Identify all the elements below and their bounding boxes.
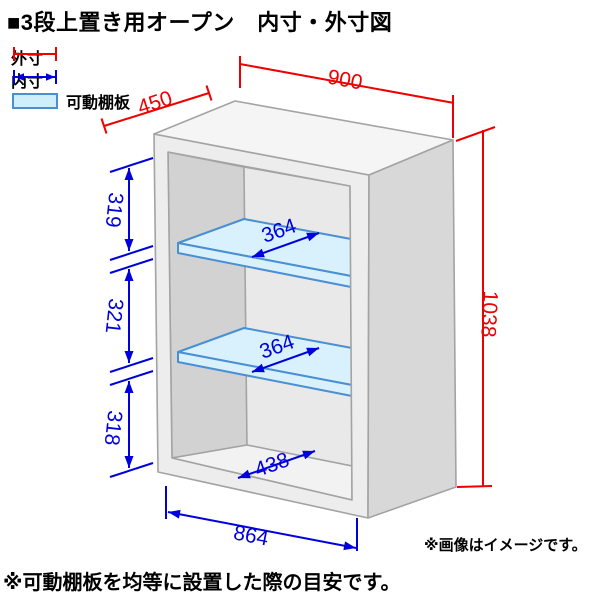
shelf-lower-depth-arrow <box>251 347 320 373</box>
height-dim-value: 1038 <box>476 290 501 338</box>
shelf-upper-depth-arrow <box>251 232 320 258</box>
left-chain-tick-shelf1-a <box>109 245 154 261</box>
left-chain-tick-bottom <box>109 462 154 478</box>
image-disclaimer-note: ※画像はイメージです。 <box>424 537 587 554</box>
height-dim-tick-bottom <box>456 485 493 488</box>
height-dim-tick-top <box>455 126 496 142</box>
cabinet-right-face <box>367 139 457 519</box>
page-title: ■3段上置き用オープン 内寸・外寸図 <box>7 10 393 35</box>
depth-dim-tick-left <box>100 118 108 134</box>
outer-dimension-lines <box>100 56 496 488</box>
floor-depth-arrow <box>237 450 316 479</box>
cabinet-shell <box>153 100 457 519</box>
left-chain-tick-top <box>109 157 154 173</box>
legend-item-shelf: 可動棚板 <box>12 89 130 113</box>
inner-dim-sample-icon <box>13 70 57 84</box>
left-chain-tick-shelf2-b <box>109 370 154 386</box>
cabinet-interior-back-wall <box>243 166 353 467</box>
cabinet-interior-left-wall <box>167 151 248 459</box>
inner-width-value: 864 <box>232 521 271 550</box>
legend-item-inner: 内寸 <box>11 68 57 92</box>
bottom-section-value: 318 <box>100 409 127 446</box>
shelf-placement-note: ※可動棚板を均等に設置した際の目安です。 <box>3 572 401 594</box>
left-chain-tick-shelf2-a <box>109 357 154 373</box>
width-dim-value: 900 <box>326 65 365 94</box>
depth-dim-tick-right <box>205 85 213 101</box>
top-section-value: 319 <box>101 191 128 228</box>
width-dim-line <box>239 63 455 104</box>
legend-shelf-label: 可動棚板 <box>66 95 131 112</box>
outer-dim-sample-icon <box>13 47 57 61</box>
cabinet-body <box>167 151 353 501</box>
movable-shelf-sample-icon <box>12 93 58 109</box>
left-chain-tick-shelf1-b <box>109 258 154 274</box>
legend-item-outer: 外寸 <box>11 45 57 69</box>
depth-dim-value: 450 <box>135 87 175 120</box>
inner-dimension-lines <box>109 157 358 551</box>
inner-width-arrow <box>167 509 357 551</box>
depth-dim-line <box>103 92 210 127</box>
middle-section-value: 321 <box>101 297 128 334</box>
legend-outer-label: 外寸 <box>11 51 44 68</box>
